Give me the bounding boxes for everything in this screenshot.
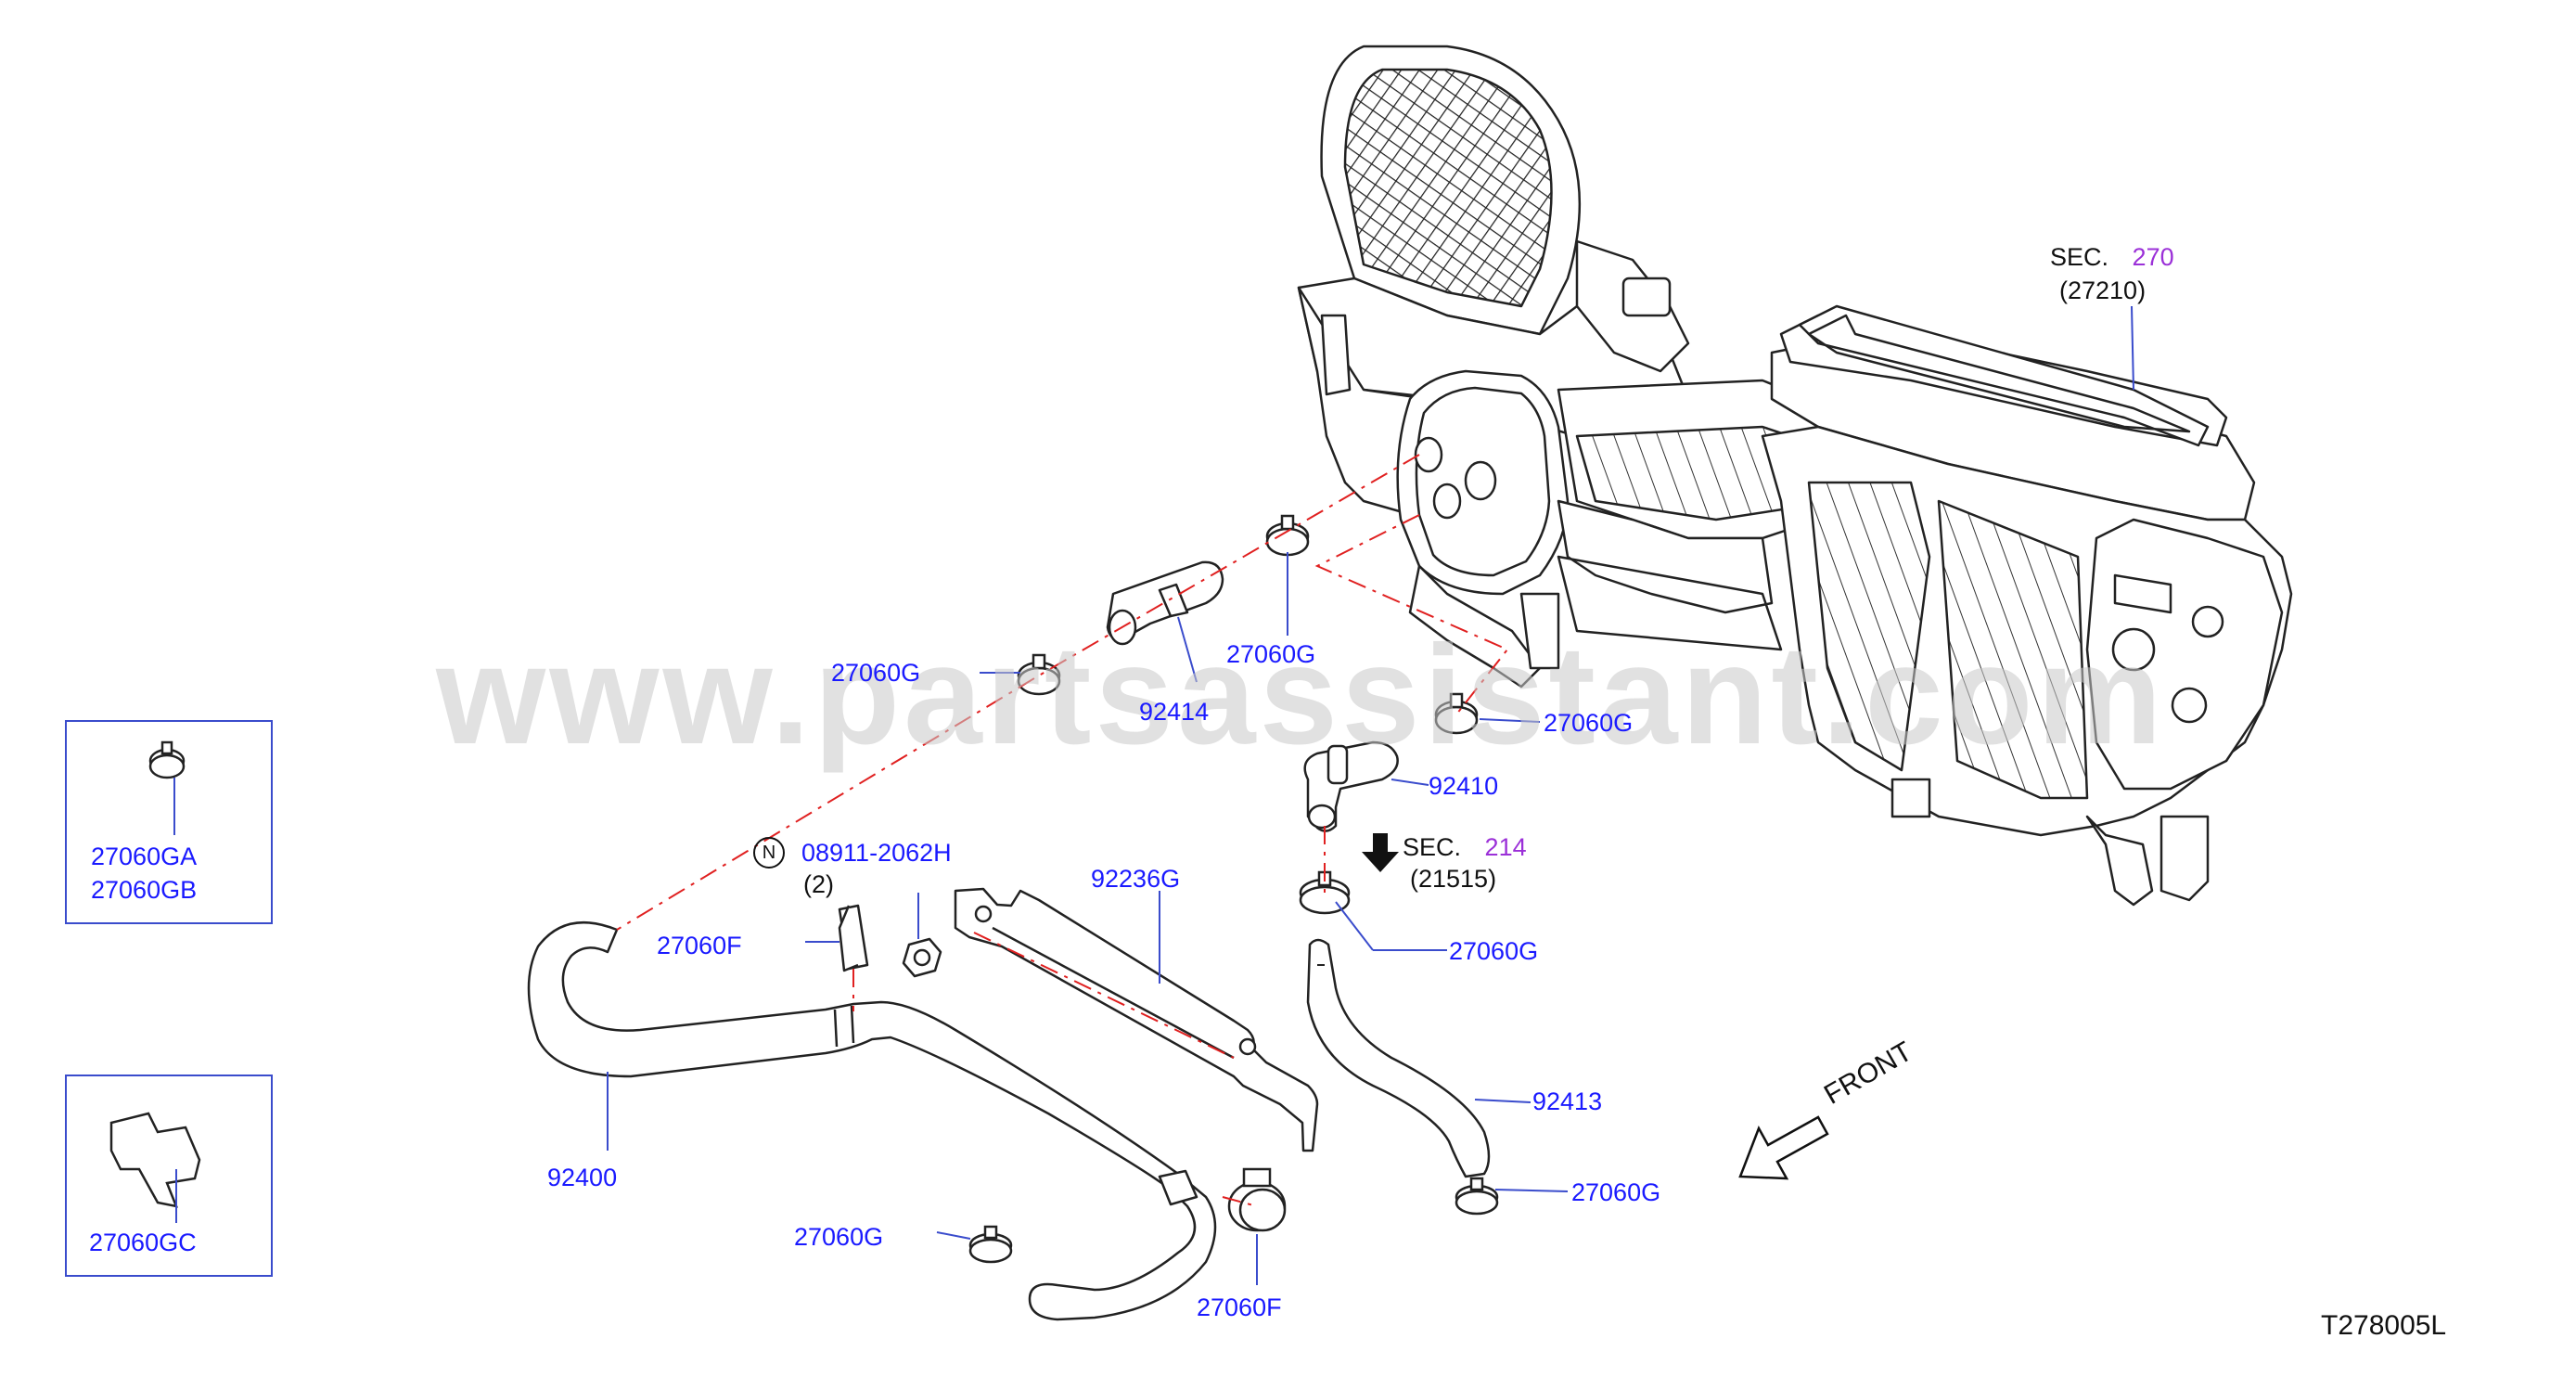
part-label-92400[interactable]: 92400	[547, 1164, 618, 1191]
part-label-27060g-upper-left[interactable]: 27060G	[831, 659, 921, 687]
sec-270-ref: (27210)	[2059, 277, 2147, 304]
sec-270-number[interactable]: 270	[2132, 243, 2174, 271]
leader-lines	[173, 305, 2134, 1285]
sec-214-arrow-icon	[1362, 833, 1399, 872]
inset-label-27060gb: 27060GB	[91, 876, 198, 904]
sec-214-ref: (21515)	[1410, 865, 1497, 893]
sec-270-prefix: SEC.	[2050, 243, 2109, 271]
part-label-27060g-bottom-right[interactable]: 27060G	[1571, 1178, 1661, 1206]
alignment-guides	[616, 454, 1509, 1207]
part-qty-08911: (2)	[803, 870, 834, 898]
part-label-27060f-left[interactable]: 27060F	[657, 932, 742, 959]
part-label-27060g-bottom-left[interactable]: 27060G	[794, 1223, 884, 1251]
part-label-92414[interactable]: 92414	[1139, 698, 1210, 726]
part-label-08911-2062h[interactable]: 08911-2062H	[801, 839, 952, 867]
front-arrow-icon	[1738, 1115, 1829, 1180]
sec-270-label: SEC. 270	[2050, 243, 2174, 271]
part-label-27060g-upper-right[interactable]: 27060G	[1226, 640, 1316, 668]
sec-214-label: SEC. 214	[1403, 833, 1527, 861]
part-label-27060g-hvac[interactable]: 27060G	[1544, 709, 1634, 737]
sec-214-prefix: SEC.	[1403, 833, 1462, 861]
inset-box-ga-gb: 27060GA 27060GB	[65, 720, 273, 924]
hvac-unit-drawing	[1297, 45, 2293, 907]
part-label-27060g-mid[interactable]: 27060G	[1449, 937, 1539, 965]
notice-symbol-icon: N	[753, 837, 785, 869]
part-label-27060f-bottom[interactable]: 27060F	[1197, 1293, 1282, 1321]
part-label-92410[interactable]: 92410	[1429, 772, 1499, 800]
watermark-text: www.partsassistant.com	[436, 616, 2166, 774]
inset-box-gc: 27060GC	[65, 1075, 273, 1277]
diagram-code: T278005L	[2321, 1310, 2447, 1341]
part-label-92413[interactable]: 92413	[1532, 1087, 1603, 1115]
sec-214-number[interactable]: 214	[1484, 833, 1527, 861]
hoses-drawing	[527, 560, 1491, 1321]
inset-label-27060gc: 27060GC	[89, 1229, 197, 1256]
part-label-92236g[interactable]: 92236G	[1091, 865, 1181, 893]
clamps-drawing	[109, 514, 1499, 1264]
inset-label-27060ga: 27060GA	[91, 843, 198, 870]
